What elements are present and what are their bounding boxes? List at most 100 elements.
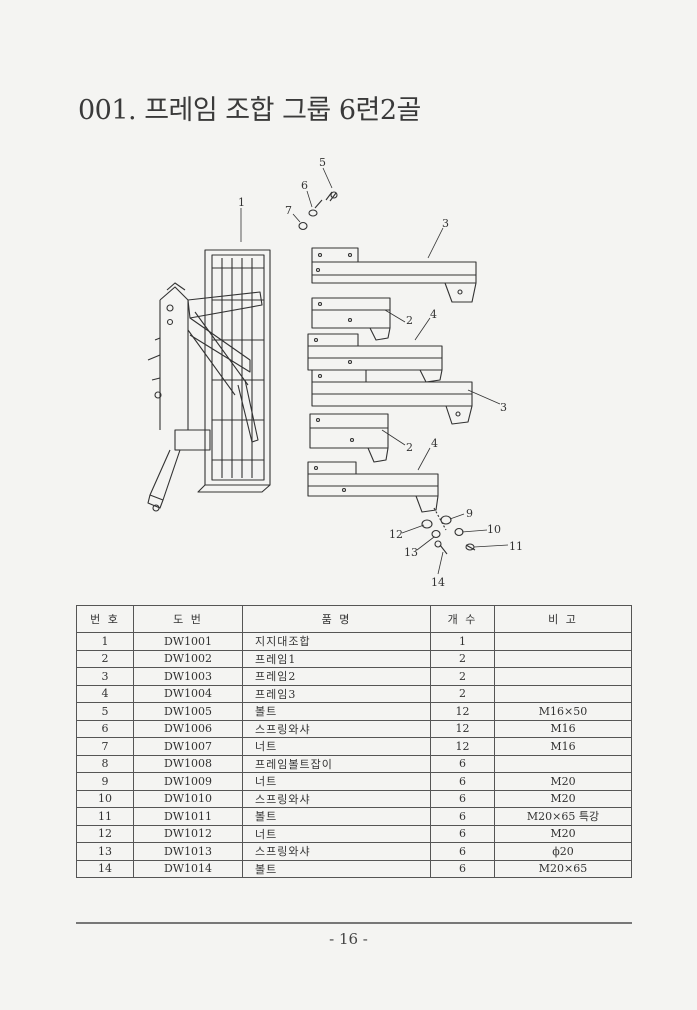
- row-note: M20: [494, 789, 632, 808]
- callout-12: 12: [389, 528, 403, 541]
- header-dwg: 도 번: [133, 605, 243, 633]
- row-name: 너트: [242, 772, 431, 791]
- callout-3-lower: 3: [500, 401, 507, 414]
- bolt-set-m16-drawing: [298, 191, 338, 231]
- frame-1-lower-drawing: [309, 413, 389, 463]
- row-note: M16: [494, 719, 632, 738]
- row-dwg: DW1013: [133, 842, 243, 861]
- row-qty: 2: [430, 684, 495, 703]
- row-note: [494, 754, 632, 773]
- row-dwg: DW1002: [133, 649, 243, 668]
- row-name: 너트: [242, 737, 431, 756]
- row-note: M20×65 특강: [494, 807, 632, 826]
- callout-2-lower: 2: [406, 441, 413, 454]
- row-qty: 6: [430, 807, 495, 826]
- row-dwg: DW1012: [133, 824, 243, 843]
- header-qty: 개 수: [430, 605, 495, 633]
- row-note: M20: [494, 824, 632, 843]
- row-qty: 2: [430, 649, 495, 668]
- row-qty: 2: [430, 667, 495, 686]
- row-name: 스프링와샤: [242, 719, 431, 738]
- table-header-row: 번 호 도 번 품 명 개 수 비 고: [76, 605, 632, 633]
- callout-2-upper: 2: [406, 314, 413, 327]
- footer-rule: [76, 922, 632, 924]
- callout-4-upper: 4: [430, 308, 437, 321]
- row-no: 6: [76, 719, 134, 738]
- page-number: - 16 -: [329, 930, 368, 948]
- callout-labels: 1 5 6 7 3 2 4 3 2 4 9 10 11 12 13 14: [238, 156, 523, 589]
- row-qty: 6: [430, 772, 495, 791]
- callout-7: 7: [285, 204, 292, 217]
- row-note: [494, 649, 632, 668]
- row-note: M16×50: [494, 702, 632, 721]
- row-dwg: DW1004: [133, 684, 243, 703]
- row-name: 프레임3: [242, 684, 431, 703]
- row-dwg: DW1001: [133, 632, 243, 651]
- row-no: 4: [76, 684, 134, 703]
- row-note: [494, 667, 632, 686]
- row-no: 2: [76, 649, 134, 668]
- callout-6: 6: [301, 179, 308, 192]
- callout-5: 5: [319, 156, 326, 169]
- row-dwg: DW1008: [133, 754, 243, 773]
- callout-11: 11: [509, 540, 523, 553]
- row-no: 5: [76, 702, 134, 721]
- row-no: 11: [76, 807, 134, 826]
- row-name: 프레임2: [242, 667, 431, 686]
- row-note: M20×65: [494, 859, 632, 878]
- callout-4-lower: 4: [431, 437, 438, 450]
- row-no: 14: [76, 859, 134, 878]
- row-qty: 6: [430, 859, 495, 878]
- callout-13: 13: [404, 546, 418, 559]
- row-qty: 6: [430, 754, 495, 773]
- row-qty: 12: [430, 702, 495, 721]
- row-name: 프레임볼트잡이: [242, 754, 431, 773]
- row-name: 볼트: [242, 702, 431, 721]
- row-name: 프레임1: [242, 649, 431, 668]
- row-name: 지지대조합: [242, 632, 431, 651]
- row-qty: 6: [430, 824, 495, 843]
- row-no: 12: [76, 824, 134, 843]
- frame-2-upper-drawing: [307, 333, 443, 383]
- row-note: ϕ20: [494, 842, 632, 861]
- row-note: M16: [494, 737, 632, 756]
- exploded-parts-diagram: 1 5 6 7 3 2 4 3 2 4 9 10 11 12 13 14: [147, 156, 523, 589]
- row-dwg: DW1011: [133, 807, 243, 826]
- row-name: 볼트: [242, 859, 431, 878]
- row-name: 스프링와샤: [242, 842, 431, 861]
- row-dwg: DW1003: [133, 667, 243, 686]
- row-no: 1: [76, 632, 134, 651]
- header-note: 비 고: [494, 605, 632, 633]
- row-note: [494, 632, 632, 651]
- page-title: 001. 프레임 조합 그룹 6련2골: [78, 95, 421, 126]
- frame-3-lower-drawing: [311, 369, 473, 425]
- row-dwg: DW1005: [133, 702, 243, 721]
- support-stand-drawing: [147, 249, 271, 512]
- row-qty: 6: [430, 789, 495, 808]
- header-no: 번 호: [76, 605, 134, 633]
- row-name: 스프링와샤: [242, 789, 431, 808]
- row-dwg: DW1006: [133, 719, 243, 738]
- callout-14: 14: [431, 576, 445, 589]
- row-note: M20: [494, 772, 632, 791]
- row-qty: 6: [430, 842, 495, 861]
- row-no: 9: [76, 772, 134, 791]
- row-dwg: DW1009: [133, 772, 243, 791]
- row-no: 8: [76, 754, 134, 773]
- callout-1: 1: [238, 196, 245, 209]
- row-no: 10: [76, 789, 134, 808]
